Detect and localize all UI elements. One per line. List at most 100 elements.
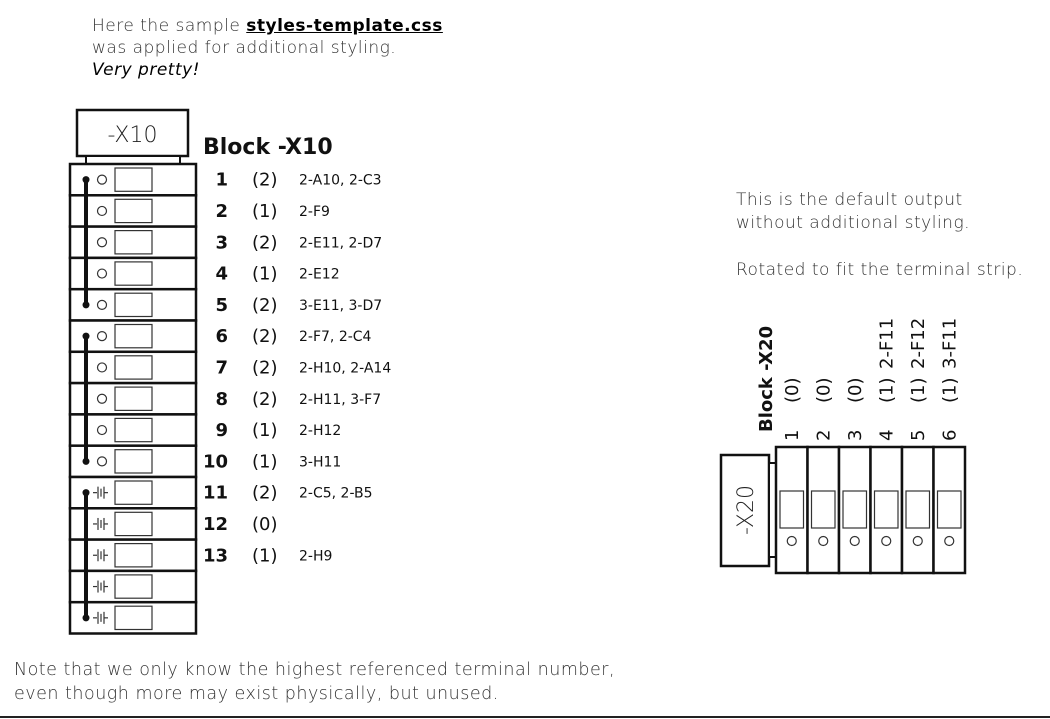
intro-line-3: Very pretty!	[92, 60, 200, 80]
terminal-label-window	[873, 490, 899, 529]
terminal-screw-icon	[912, 535, 923, 547]
terminal-screw-icon	[96, 174, 108, 185]
intro-line-2: was applied for additional styling.	[92, 38, 397, 58]
terminal-screw-icon	[96, 362, 108, 373]
terminal-number: 6	[939, 430, 960, 441]
terminal-ref-count: (2)	[252, 326, 278, 347]
terminal-ref-count: (1)	[876, 378, 897, 404]
terminal-x10: 6 (2) 2-F7, 2-C4	[68, 319, 372, 354]
block-x20-label: -X20	[734, 485, 759, 535]
terminal-number: 4	[215, 264, 228, 285]
terminal-label-window	[114, 542, 153, 568]
terminal-label-window	[114, 511, 153, 537]
terminal-screw-icon	[96, 237, 108, 248]
terminal-number: 4	[876, 430, 897, 441]
ground-icon	[93, 486, 108, 499]
ground-icon	[93, 517, 108, 530]
bridge-dot	[82, 176, 90, 184]
bottom-note-line-2: even though more may exist physically, b…	[14, 684, 499, 704]
terminal-references: 3-E11, 3-D7	[299, 298, 382, 314]
terminal-number: 10	[203, 451, 228, 472]
terminal-x10: 12(0)	[68, 507, 278, 541]
block-x20-label-box	[719, 453, 771, 568]
terminal-references: 2-E11, 2-D7	[299, 235, 382, 251]
terminal-ref-count: (2)	[252, 389, 278, 410]
terminal-label-window	[114, 449, 153, 474]
terminal-x10: 5(2)3-E11, 3-D7	[68, 287, 382, 322]
terminal-number: 6	[215, 326, 228, 347]
bottom-note-line-1: Note that we only know the highest refer…	[14, 660, 616, 680]
terminal-ref-count: (0)	[845, 378, 866, 404]
ground-icon	[93, 611, 108, 624]
terminal-label-window	[905, 490, 931, 529]
terminal-screw-icon	[96, 424, 108, 436]
terminal-screw-icon	[881, 535, 892, 547]
terminal-references: 2-H12	[299, 423, 341, 439]
terminal-screw-icon	[849, 535, 860, 547]
terminal-ref-count: (1)	[252, 201, 278, 222]
terminal-references: 2-H9	[299, 548, 332, 564]
terminal-screw-icon	[786, 535, 797, 547]
terminal-number: 1	[782, 430, 803, 441]
terminal-references: 2-H11, 3-F7	[299, 392, 381, 408]
terminal-references: 2-C5, 2-B5	[299, 486, 373, 502]
terminal-ref-count: (2)	[252, 483, 278, 504]
terminal-references: 2-H10, 2-A14	[299, 360, 391, 376]
terminal-x20: 4 (1) 2-F11	[869, 318, 904, 575]
ground-icon	[93, 580, 108, 593]
terminal-ref-count: (1)	[252, 264, 278, 285]
intro-note: Here the sample styles-template.css was …	[92, 15, 443, 81]
terminal-ref-count: (0)	[813, 378, 834, 404]
terminal-ref-count: (1)	[939, 378, 960, 404]
terminal-label-window	[114, 292, 153, 318]
terminal-label-window	[114, 167, 153, 192]
terminal-label-window	[114, 574, 153, 599]
bridge-bar	[82, 489, 90, 622]
terminal-number: 5	[908, 430, 929, 441]
block-x10-label-box	[75, 108, 190, 158]
terminal-number: 1	[215, 170, 228, 191]
terminal-label-window	[114, 261, 153, 286]
bottom-note: Note that we only know the highest refer…	[14, 658, 615, 706]
terminal-number: 12	[203, 514, 228, 535]
terminal-references: 2-F11	[876, 318, 897, 369]
terminal-number: 8	[215, 389, 228, 410]
terminal-references: 2-F12	[908, 318, 929, 369]
stylesheet-filename: styles-template.css	[246, 16, 443, 36]
terminal-references: 2-F7, 2-C4	[299, 329, 372, 345]
terminal-label-window	[114, 605, 153, 631]
terminal-ref-count: (1)	[252, 451, 278, 472]
terminal-screw-icon	[944, 535, 955, 547]
terminal-x10: 9 (1) 2-H12	[68, 413, 341, 447]
terminal-number: 13	[203, 545, 228, 566]
terminal-label-window	[114, 480, 153, 505]
terminal-x10	[68, 569, 198, 604]
terminal-number: 9	[215, 420, 228, 441]
bridge-dot	[82, 301, 90, 309]
terminal-label-window	[114, 386, 153, 412]
terminal-number: 2	[215, 201, 228, 222]
terminal-screw-icon	[818, 535, 829, 547]
bridge-dot	[82, 489, 90, 497]
terminal-x20: 6(1)3-F11	[932, 318, 967, 575]
terminal-x10: 7(2)2-H10, 2-A14	[68, 350, 391, 385]
block-x10-title: Block -X10	[203, 135, 333, 160]
terminal-x10: 11(2)2-C5, 2-B5	[68, 475, 373, 510]
terminal-x20: 1(0)	[774, 378, 809, 575]
terminal-label-window	[114, 323, 153, 349]
terminal-ref-count: (1)	[252, 420, 278, 441]
terminal-references: 3-H11	[299, 454, 341, 470]
rotated-note-line-1: This is the default output	[736, 190, 963, 210]
terminal-number: 5	[215, 295, 228, 316]
terminal-x10	[68, 600, 198, 635]
terminal-screw-icon	[96, 299, 108, 310]
terminal-label-window	[810, 490, 836, 529]
terminal-screw-icon	[96, 331, 108, 342]
intro-line-1: Here the sample styles-template.css	[92, 15, 443, 37]
block-x20-title: Block -X20	[756, 326, 777, 432]
bridge-dot	[82, 614, 90, 622]
terminal-label-window	[114, 198, 153, 224]
terminal-x20: 5(1)2-F12	[900, 318, 935, 575]
terminal-ref-count: (1)	[252, 545, 278, 566]
